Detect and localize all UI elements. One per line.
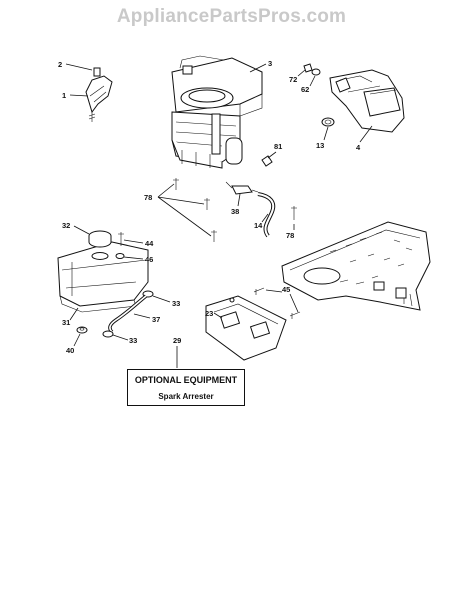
- tank-grommet-part[interactable]: [76, 326, 88, 334]
- svg-text:1: 1: [62, 91, 66, 100]
- svg-text:23: 23: [205, 309, 213, 318]
- svg-text:44: 44: [145, 239, 154, 248]
- callout-14: 14: [254, 213, 269, 230]
- callout-32: 32: [62, 221, 90, 235]
- chassis-frame-part[interactable]: [281, 221, 431, 311]
- clamp-lower-part[interactable]: [102, 330, 114, 338]
- engine-bolt-part[interactable]: [173, 178, 217, 242]
- svg-text:72: 72: [289, 75, 297, 84]
- callout-1: 1: [62, 91, 89, 100]
- svg-text:32: 32: [62, 221, 70, 230]
- engine-bolt-right-part[interactable]: [291, 206, 297, 220]
- shield-bolt-part[interactable]: [253, 287, 301, 319]
- callout-37: 37: [133, 313, 160, 324]
- callout-4: 4: [356, 125, 373, 152]
- optional-equipment-box: OPTIONAL EQUIPMENT Spark Arrester: [127, 369, 245, 406]
- spark-arrester-label: Spark Arrester: [158, 392, 214, 401]
- callout-33-upper: 33: [152, 295, 180, 308]
- svg-text:78: 78: [144, 193, 152, 202]
- heat-shield-part[interactable]: [205, 295, 287, 361]
- fuel-hose-part[interactable]: [108, 294, 148, 334]
- callout-78-left: 78: [144, 183, 212, 237]
- svg-text:4: 4: [356, 143, 361, 152]
- fuel-cap-part[interactable]: [88, 230, 112, 260]
- svg-text:3: 3: [268, 59, 272, 68]
- exhaust-flange-part[interactable]: [335, 77, 351, 93]
- svg-text:13: 13: [316, 141, 324, 150]
- callout-72: 72: [289, 69, 306, 84]
- svg-text:2: 2: [58, 60, 62, 69]
- svg-text:29: 29: [173, 336, 181, 345]
- tank-screw-part[interactable]: [118, 232, 124, 246]
- callout-2: 2: [58, 60, 93, 71]
- optional-equipment-title: OPTIONAL EQUIPMENT: [134, 375, 238, 385]
- callout-62: 62: [301, 75, 316, 94]
- callout-3: 3: [249, 59, 272, 73]
- svg-text:31: 31: [62, 318, 70, 327]
- svg-text:78: 78: [286, 231, 294, 240]
- watermark: AppliancePartsPros.com: [116, 6, 347, 27]
- svg-text:46: 46: [145, 255, 153, 264]
- callout-29: 29: [173, 336, 181, 368]
- svg-text:37: 37: [152, 315, 160, 324]
- svg-text:14: 14: [254, 221, 263, 230]
- svg-text:62: 62: [301, 85, 309, 94]
- fuel-tank-part[interactable]: [57, 241, 149, 313]
- fitting-81-part[interactable]: [261, 155, 273, 167]
- callout-38: 38: [231, 193, 241, 216]
- callout-23: 23: [205, 309, 223, 319]
- fuel-filter-part[interactable]: [225, 181, 259, 195]
- callout-46: 46: [123, 255, 153, 264]
- callout-13: 13: [316, 126, 329, 150]
- callout-45: 45: [265, 285, 299, 313]
- svg-text:45: 45: [282, 285, 290, 294]
- muffler-part[interactable]: [329, 69, 405, 133]
- callout-33-lower: 33: [112, 334, 137, 345]
- muffler-gasket-part[interactable]: [321, 117, 335, 127]
- throttle-control-part[interactable]: [85, 67, 113, 122]
- muffler-bolt-part[interactable]: [303, 63, 321, 76]
- fuel-line-part[interactable]: [257, 192, 276, 238]
- svg-text:40: 40: [66, 346, 74, 355]
- svg-text:38: 38: [231, 207, 239, 216]
- svg-text:33: 33: [129, 336, 137, 345]
- svg-text:81: 81: [274, 142, 282, 151]
- callout-78-right: 78: [286, 224, 295, 240]
- callout-44: 44: [123, 239, 154, 248]
- tank-washer-part[interactable]: [115, 253, 125, 259]
- callout-31: 31: [62, 307, 79, 327]
- callout-40: 40: [66, 333, 81, 355]
- engine-part[interactable]: [171, 55, 263, 169]
- svg-text:33: 33: [172, 299, 180, 308]
- callout-81: 81: [267, 142, 282, 159]
